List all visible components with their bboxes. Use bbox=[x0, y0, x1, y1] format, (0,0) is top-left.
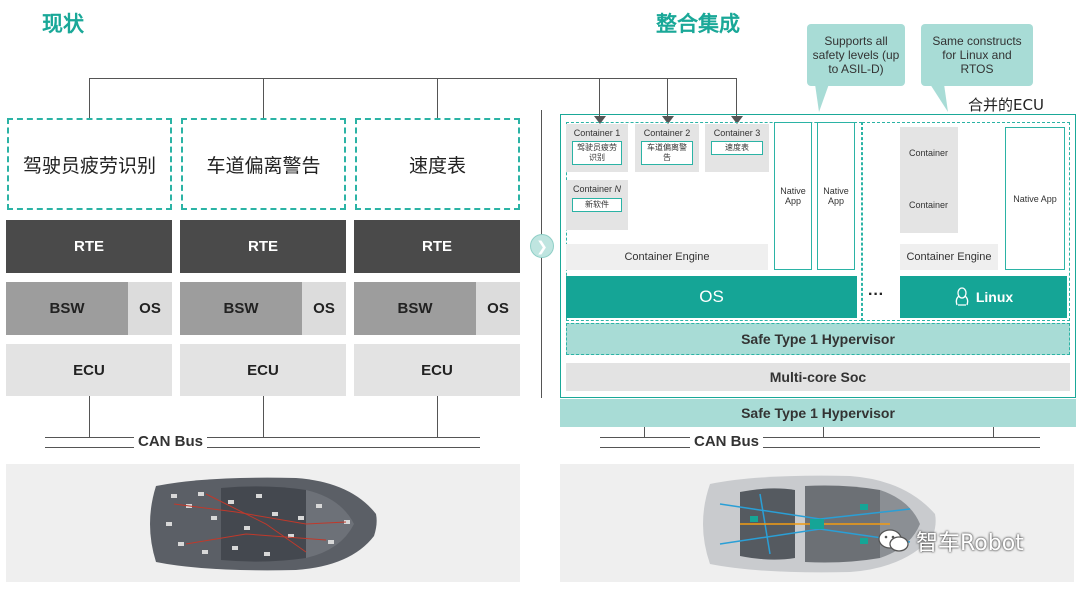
bubble-tail bbox=[930, 84, 948, 112]
chevron-right-icon: ❯ bbox=[530, 234, 554, 258]
container-2: Container 2 车道偏离警告 bbox=[635, 124, 699, 172]
arrow-down-icon bbox=[594, 116, 606, 124]
container-app: 车道偏离警告 bbox=[641, 141, 693, 165]
car-image-right bbox=[560, 464, 1074, 582]
can-bus-label: CAN Bus bbox=[134, 433, 208, 450]
container-title-n: N bbox=[614, 184, 622, 194]
container-app: 新软件 bbox=[572, 198, 622, 212]
can-bus-label: CAN Bus bbox=[690, 433, 764, 450]
top-connector-line bbox=[89, 78, 737, 79]
arrow-line bbox=[599, 78, 600, 118]
os-block: OS bbox=[476, 282, 520, 335]
ecu-block: ECU bbox=[180, 344, 346, 396]
can-bus-line bbox=[45, 447, 480, 448]
container-title: Container 2 bbox=[643, 128, 691, 138]
can-drop-line bbox=[993, 427, 994, 438]
arrow-line bbox=[736, 78, 737, 118]
arrow-line bbox=[667, 78, 668, 118]
linux-container: Container bbox=[909, 148, 949, 158]
linux-label: Linux bbox=[975, 289, 1014, 305]
bubble-tail bbox=[815, 84, 829, 112]
ecu-block: ECU bbox=[354, 344, 520, 396]
linux-block: Linux bbox=[900, 276, 1067, 318]
container-3: Container 3 速度表 bbox=[705, 124, 769, 172]
can-drop-line bbox=[437, 396, 438, 438]
wechat-icon bbox=[878, 529, 909, 552]
native-app: Native App bbox=[817, 122, 855, 270]
container-n: Container N 新软件 bbox=[566, 180, 628, 230]
container-title: Container 3 bbox=[713, 128, 761, 138]
multicore-soc: Multi-core Soc bbox=[566, 363, 1070, 391]
car-image-left bbox=[6, 464, 520, 582]
rte-block: RTE bbox=[6, 220, 172, 273]
linux-container-stack bbox=[900, 127, 958, 233]
linux-partition bbox=[862, 122, 1070, 321]
merged-ecu-label: 合并的ECU bbox=[968, 96, 1044, 114]
app-box-lane: 车道偏离警告 bbox=[181, 118, 346, 210]
linux-native-app: Native App bbox=[1005, 127, 1065, 270]
bubble-constructs: Same constructs for Linux and RTOS bbox=[921, 24, 1033, 86]
container-title: Container 1 bbox=[573, 128, 621, 138]
ecu-block: ECU bbox=[6, 344, 172, 396]
rte-block: RTE bbox=[180, 220, 346, 273]
native-app: Native App bbox=[774, 122, 812, 270]
can-drop-line bbox=[263, 396, 264, 438]
can-drop-line bbox=[644, 427, 645, 438]
tux-icon bbox=[955, 287, 969, 306]
connector-line bbox=[263, 78, 264, 118]
rtos-os-block: OS bbox=[566, 276, 857, 318]
rte-block: RTE bbox=[354, 220, 520, 273]
hypervisor-outer: Safe Type 1 Hypervisor bbox=[560, 399, 1076, 427]
bsw-block: BSW bbox=[180, 282, 302, 335]
container-1: Container 1 驾驶员疲劳识别 bbox=[566, 124, 628, 172]
container-title: Container N bbox=[566, 184, 628, 194]
bsw-block: BSW bbox=[354, 282, 476, 335]
container-app: 驾驶员疲劳识别 bbox=[572, 141, 622, 165]
can-bus-line bbox=[600, 447, 1040, 448]
app-box-fatigue: 驾驶员疲劳识别 bbox=[7, 118, 172, 210]
left-title: 现状 bbox=[42, 12, 84, 36]
container-engine: Container Engine bbox=[566, 244, 768, 270]
os-block: OS bbox=[302, 282, 346, 335]
os-block: OS bbox=[128, 282, 172, 335]
arrow-down-icon bbox=[731, 116, 743, 124]
connector-line bbox=[89, 78, 90, 118]
hypervisor-inner: Safe Type 1 Hypervisor bbox=[566, 323, 1070, 355]
container-title-prefix: Container bbox=[572, 184, 615, 194]
container-app: 速度表 bbox=[711, 141, 763, 155]
can-drop-line bbox=[823, 427, 824, 438]
can-drop-line bbox=[89, 396, 90, 438]
watermark: 智车Robot bbox=[878, 525, 1024, 557]
bsw-block: BSW bbox=[6, 282, 128, 335]
arrow-down-icon bbox=[662, 116, 674, 124]
container-engine-linux: Container Engine bbox=[900, 244, 998, 270]
watermark-text: 智车Robot bbox=[916, 531, 1024, 556]
merged-ecu-frame bbox=[560, 114, 1076, 398]
linux-container: Container bbox=[909, 200, 949, 210]
bubble-safety: Supports all safety levels (up to ASIL-D… bbox=[807, 24, 905, 86]
right-title: 整合集成 bbox=[656, 12, 740, 36]
can-bus-line bbox=[45, 437, 480, 438]
connector-line bbox=[437, 78, 438, 118]
can-bus-line bbox=[600, 437, 1040, 438]
ellipsis: ··· bbox=[868, 286, 884, 303]
app-box-speed: 速度表 bbox=[355, 118, 520, 210]
